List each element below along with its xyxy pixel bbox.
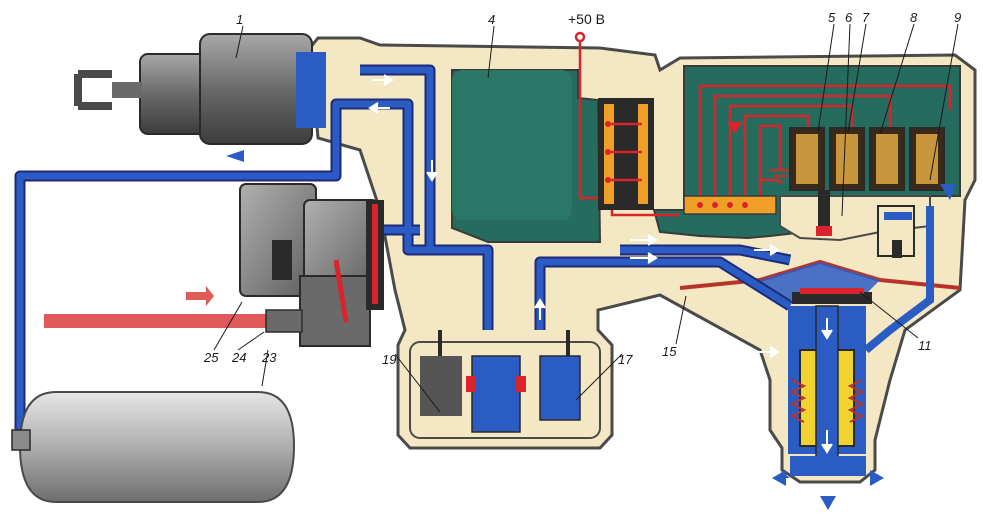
return-spring (789, 379, 865, 423)
callout-24: 24 (231, 350, 246, 365)
callout-8: 8 (910, 10, 918, 25)
reservoir-core (452, 70, 572, 220)
piston-head (792, 292, 872, 304)
contact-strips (604, 104, 648, 204)
air-lines-fill (16, 66, 792, 440)
diode-symbol (728, 122, 742, 134)
callout-11: 11 (918, 338, 932, 353)
callout-25: 25 (203, 350, 219, 365)
supply-arrow-icon (186, 286, 214, 306)
plunger-tip (816, 226, 832, 236)
ground-symbol (770, 169, 790, 183)
callout-7: 7 (862, 10, 870, 25)
exhaust-port (790, 456, 866, 476)
callout-4: 4 (488, 12, 495, 27)
terminal-pins (697, 202, 748, 208)
flow-arrow-icon (368, 74, 833, 454)
relay-seal-b (516, 376, 526, 392)
brake-cylinder (74, 33, 326, 145)
relay-ports (438, 330, 570, 356)
callout-5: 5 (828, 10, 836, 25)
outlet-line (863, 206, 934, 354)
relay-piston-right (539, 355, 581, 421)
relay-seal-a (466, 376, 476, 392)
supply-pipe (44, 314, 274, 328)
supply-voltage-label: +50 В (568, 11, 605, 27)
air-tank (11, 391, 296, 503)
check-valve-disc (884, 212, 912, 220)
piston-seal (800, 288, 864, 294)
callout-17: 17 (618, 352, 633, 367)
callout-6: 6 (845, 10, 853, 25)
supply-pipe-fitting (265, 309, 303, 333)
relay-piston-left (471, 355, 521, 433)
check-valve-seat (892, 240, 902, 258)
armature-plunger (818, 190, 830, 236)
callout-9: 9 (954, 10, 961, 25)
callout-23: 23 (261, 350, 277, 365)
callout-19: 19 (382, 352, 396, 367)
callout-15: 15 (662, 344, 677, 359)
supply-terminal (574, 31, 586, 43)
exhaust-arrow-icon (226, 150, 956, 510)
solenoid-coils (789, 127, 945, 191)
leader-lines (213, 23, 959, 413)
relay-spring-block (420, 356, 462, 416)
callout-1: 1 (236, 12, 243, 27)
